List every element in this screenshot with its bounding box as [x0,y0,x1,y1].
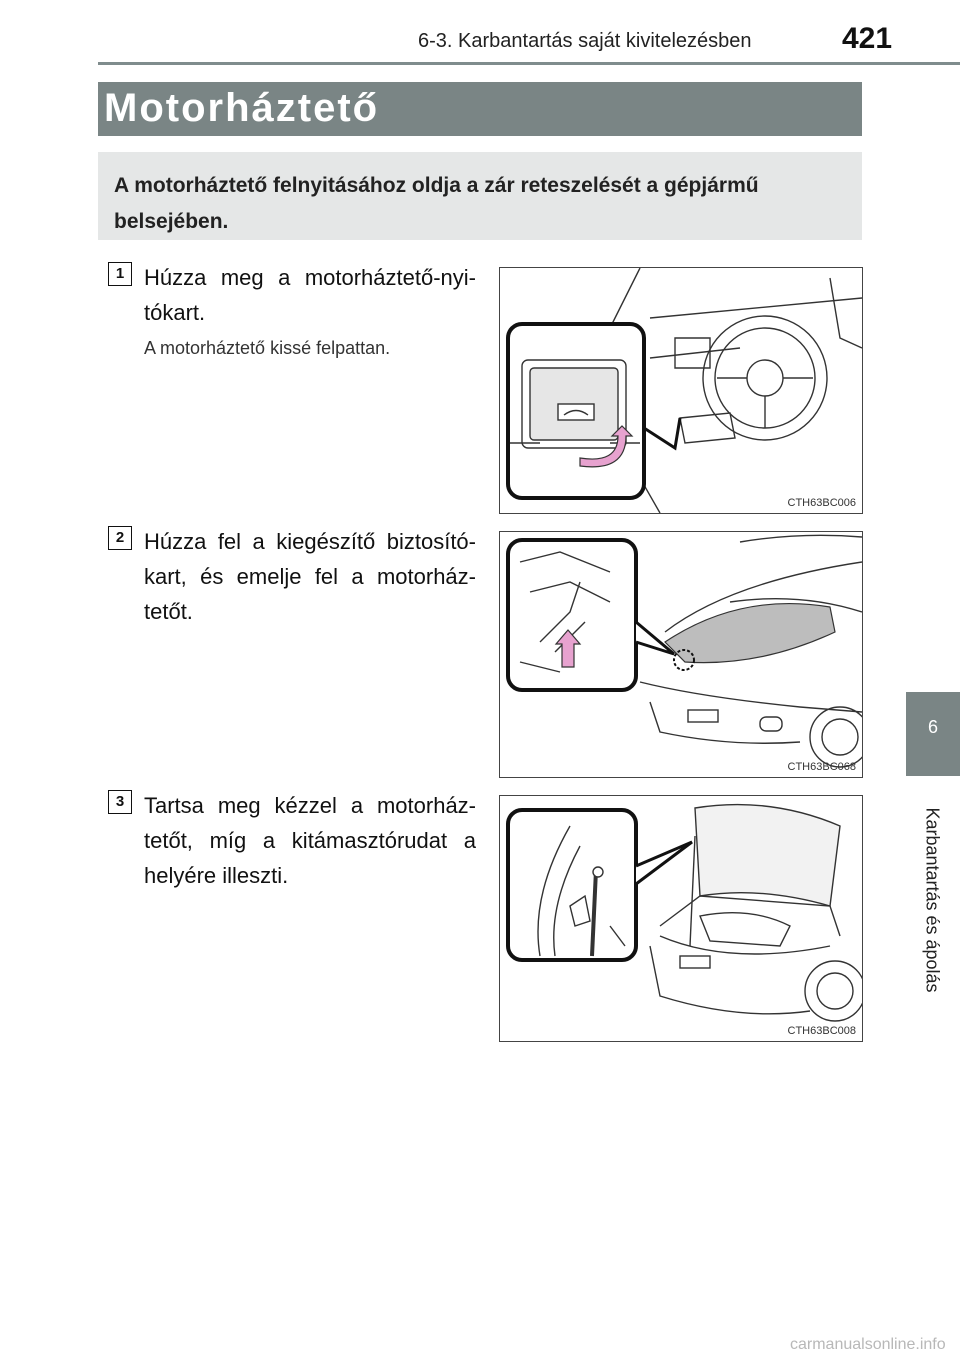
chapter-tab[interactable]: 6 [906,692,960,776]
page-number: 421 [842,22,893,55]
watermark: carmanualsonline.info [790,1336,946,1353]
header-section-title: 6-3. Karbantartás saját kivitelezésben [418,30,752,52]
header-rule [98,62,960,65]
page-title: Motorháztető [104,86,380,130]
figure-3-illustration [506,803,862,1022]
step-1-badge: 1 [108,262,132,286]
intro-box: A motorháztető felnyitásához oldja a zár… [98,152,862,240]
step-1-text: Húzza meg a motorháztető-nyi-tókart. [144,265,476,325]
figure-1-code: CTH63BC006 [787,497,856,509]
figure-2-code: CTH63BC068 [787,761,856,773]
figure-3-code: CTH63BC008 [787,1025,856,1037]
step-1-note: A motorháztető kissé felpattan. [144,338,391,358]
step-3-text: Tartsa meg kézzel a motorház-tetőt, míg … [144,793,476,888]
title-bar: Motorháztető [98,82,862,136]
intro-text: A motorháztető felnyitásához oldja a zár… [114,174,759,233]
figure-1-illustration [506,268,862,513]
step-2-text: Húzza fel a kiegészítő biztosító-kart, é… [144,529,476,624]
chapter-label: Karbantartás és ápolás [922,807,943,993]
figure-1: CTH63BC006 [499,267,863,514]
figure-2-illustration [506,534,862,768]
figure-2: CTH63BC068 [499,531,863,778]
step-3-badge: 3 [108,790,132,814]
figure-3: CTH63BC008 [499,795,863,1042]
step-2-badge: 2 [108,526,132,550]
